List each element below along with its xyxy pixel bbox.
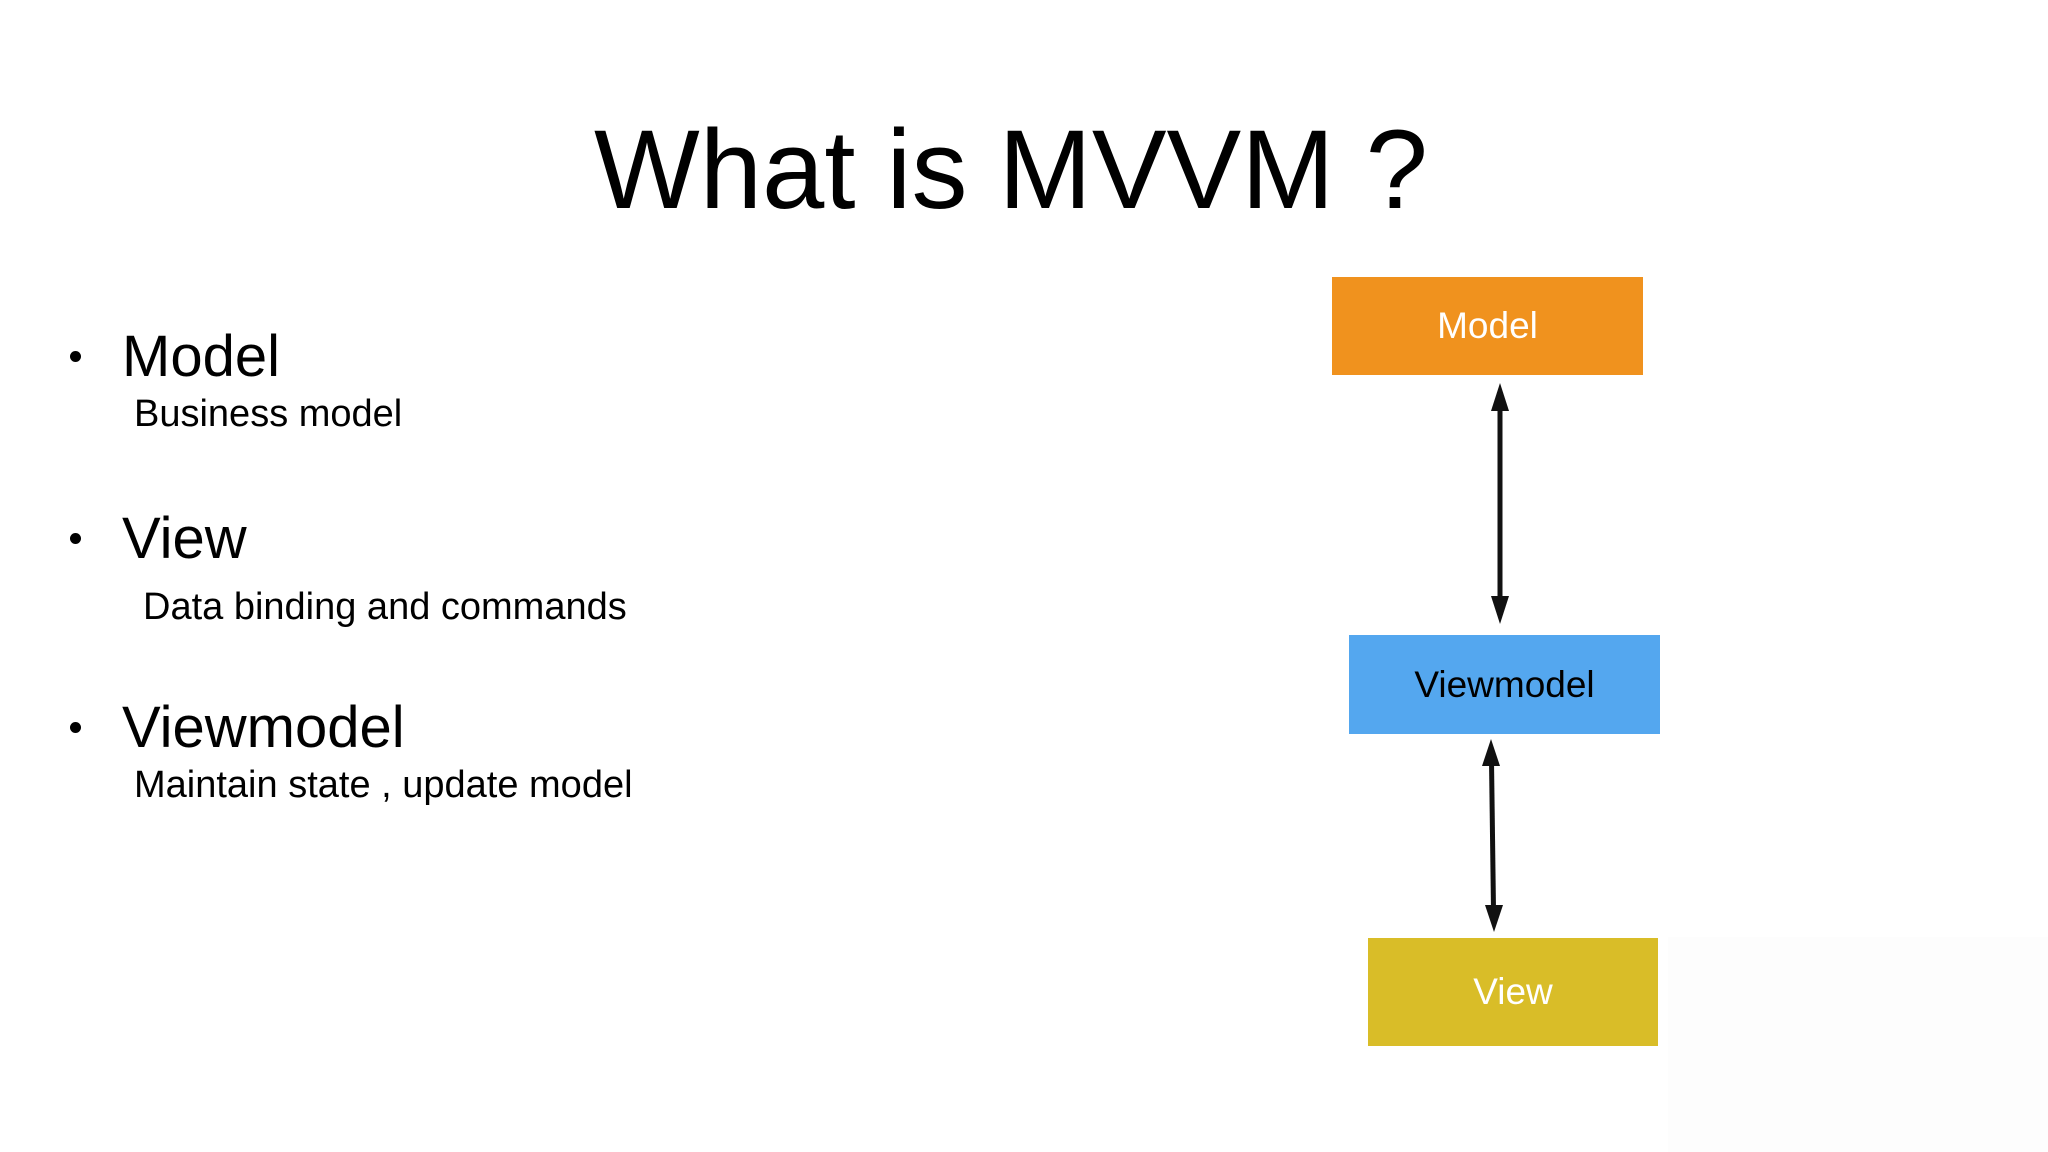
bullet-heading-view: View bbox=[122, 506, 247, 571]
diagram-node-view: View bbox=[1368, 938, 1658, 1046]
diagram-node-model: Model bbox=[1332, 277, 1643, 375]
arrow-shaft bbox=[1489, 760, 1496, 911]
bullet-heading-viewmodel: Viewmodel bbox=[122, 695, 405, 760]
arrowhead-down-icon bbox=[1485, 905, 1503, 932]
diagram-node-viewmodel: Viewmodel bbox=[1349, 635, 1660, 734]
page-title: What is MVVM ? bbox=[594, 107, 1428, 233]
arrow-model-viewmodel bbox=[1491, 383, 1509, 624]
bullet-marker bbox=[70, 533, 81, 544]
arrowhead-up-icon bbox=[1482, 739, 1500, 766]
bullet-detail-viewmodel: Maintain state , update model bbox=[134, 764, 633, 806]
background-artifact bbox=[1668, 937, 2048, 1152]
arrowhead-down-icon bbox=[1491, 596, 1509, 624]
bullet-detail-view: Data binding and commands bbox=[143, 586, 627, 628]
bullet-heading-model: Model bbox=[122, 324, 280, 389]
arrowhead-up-icon bbox=[1491, 383, 1509, 411]
bullet-marker bbox=[70, 351, 81, 362]
bullet-detail-model: Business model bbox=[134, 393, 403, 435]
bullet-marker bbox=[70, 722, 81, 733]
arrow-viewmodel-view bbox=[1482, 739, 1503, 932]
